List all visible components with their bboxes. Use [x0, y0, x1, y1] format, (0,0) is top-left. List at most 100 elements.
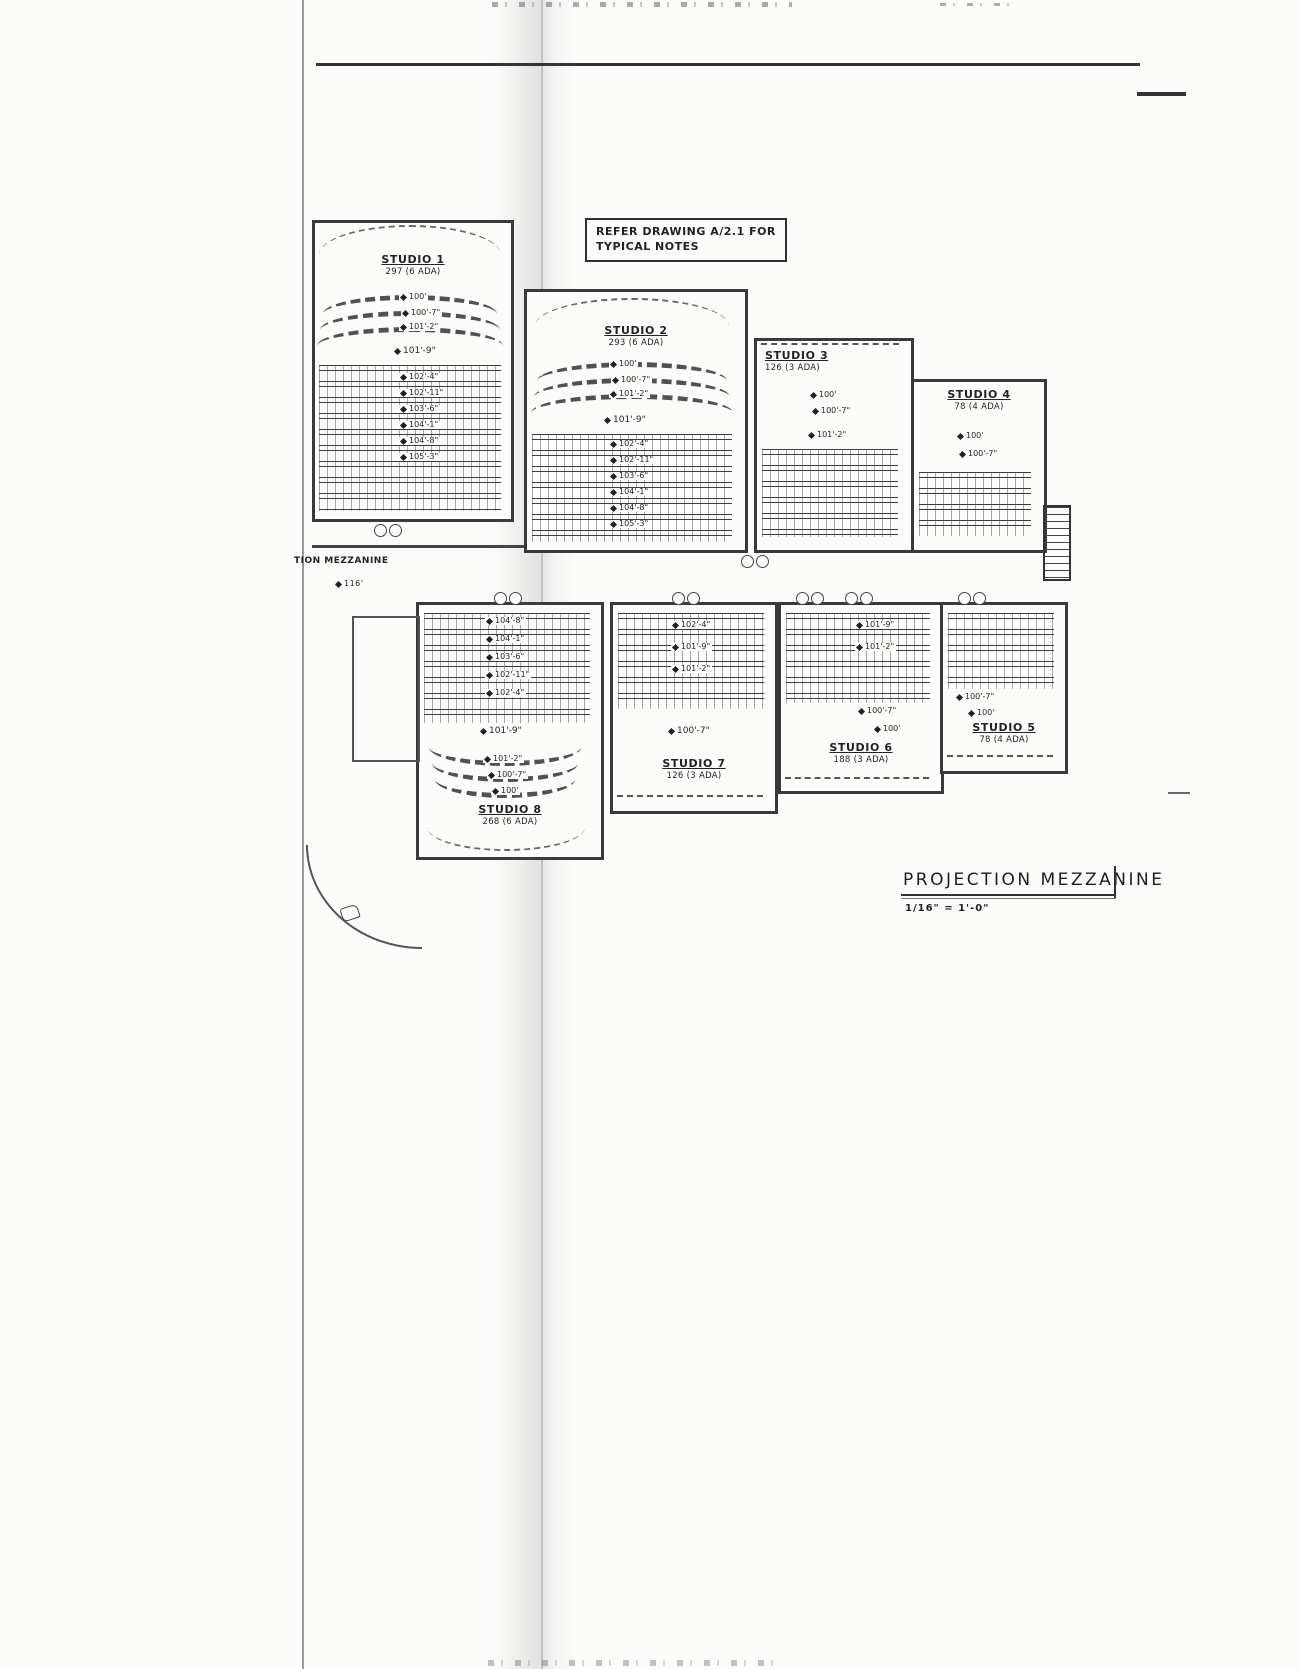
elevation-value: 101'-9"	[613, 415, 646, 425]
elevation-marker: 100'-7"	[667, 727, 712, 736]
studio-name: STUDIO 2	[604, 324, 668, 337]
elevation-diamond-icon	[485, 617, 494, 625]
elevation-value: 101'-2"	[817, 430, 847, 439]
studio-seat-count: 268 (6 ADA)	[482, 816, 538, 827]
studio-seat-count: 78 (4 ADA)	[979, 734, 1029, 745]
elevation-diamond-icon	[401, 309, 410, 317]
top-border-line	[316, 63, 1140, 66]
column-circle-icon	[687, 592, 700, 605]
elevation-marker: 100'-7"	[857, 706, 899, 715]
elevation-marker: 101'-9"	[671, 643, 713, 651]
studio-5-label: STUDIO 5 78 (4 ADA)	[943, 721, 1065, 745]
column-circle-icon	[672, 592, 685, 605]
elevation-diamond-icon	[483, 755, 492, 763]
elevation-marker: 105'-3"	[399, 453, 441, 461]
elevation-marker: 100'-7"	[487, 771, 529, 779]
elevation-diamond-icon	[855, 643, 864, 651]
elevation-marker: 104'-1"	[609, 487, 651, 496]
elevation-marker: 101'-9"	[603, 416, 648, 425]
elevation-diamond-icon	[609, 520, 618, 528]
studio-6-label: STUDIO 6 188 (3 ADA)	[781, 741, 941, 765]
screen-curve	[319, 225, 501, 255]
studio-3-label: STUDIO 3 126 (3 ADA)	[765, 349, 828, 373]
elevation-diamond-icon	[393, 347, 402, 356]
elevation-value: 100'	[966, 431, 984, 440]
elevation-value: 104'-1"	[619, 487, 649, 496]
column-grid-marker	[494, 592, 522, 605]
elevation-marker: 102'-4"	[485, 688, 527, 697]
elevation-marker: 101'-2"	[671, 665, 713, 673]
elevation-value: 100'	[619, 359, 637, 368]
screen-curve	[535, 298, 729, 326]
column-circle-icon	[374, 524, 387, 537]
elevation-diamond-icon	[399, 373, 408, 381]
studio-name: STUDIO 4	[947, 388, 1011, 401]
column-grid-marker	[741, 555, 769, 568]
elevation-diamond-icon	[399, 421, 408, 429]
elevation-diamond-icon	[399, 437, 408, 445]
elevation-diamond-icon	[958, 450, 967, 458]
elevation-value: 102'-4"	[409, 372, 439, 381]
note-line-2: TYPICAL NOTES	[596, 239, 700, 253]
elevation-marker: 103'-6"	[485, 653, 527, 661]
elevation-diamond-icon	[485, 635, 494, 643]
studio-seat-count: 188 (3 ADA)	[833, 754, 889, 765]
elevation-value: 100'	[819, 390, 837, 399]
elevation-diamond-icon	[609, 472, 618, 480]
column-grid-marker	[845, 592, 873, 605]
elevation-value: 100'	[409, 292, 427, 301]
screen-wall-dashed	[761, 343, 899, 345]
elevation-value: 101'-9"	[865, 620, 895, 629]
studio-2-room: STUDIO 2 293 (6 ADA) 100' 100'-7" 101'-2…	[524, 289, 748, 553]
elevation-value: 100'-7"	[867, 706, 897, 715]
elevation-diamond-icon	[609, 360, 618, 368]
elevation-diamond-icon	[671, 621, 680, 629]
elevation-marker: 101'-9"	[479, 727, 524, 736]
elevation-value: 105'-3"	[619, 519, 649, 528]
elevation-diamond-icon	[809, 391, 818, 399]
elevation-marker: 102'-11"	[609, 456, 656, 464]
elevation-value: 100'	[977, 708, 995, 717]
studio-5-room: 100'-7" 100' STUDIO 5 78 (4 ADA)	[940, 602, 1068, 774]
studio-5-seating	[948, 613, 1054, 689]
elevation-value: 100'-7"	[968, 449, 998, 458]
column-circle-icon	[860, 592, 873, 605]
elevation-marker: 100'-7"	[811, 407, 853, 415]
studio-name: STUDIO 6	[829, 741, 893, 754]
elevation-marker: 116'	[334, 580, 454, 588]
elevation-marker: 100'-7"	[401, 309, 443, 317]
elevation-marker: 102'-11"	[399, 389, 446, 397]
elevation-value: 102'-11"	[495, 670, 530, 679]
curved-seat-row	[435, 779, 575, 798]
studio-1-room: STUDIO 1 297 (6 ADA) 100' 100'-7" 101'-2…	[312, 220, 514, 522]
elevation-marker: 100'	[399, 292, 429, 301]
elevation-value: 101'-2"	[865, 642, 895, 651]
elevation-diamond-icon	[611, 376, 620, 384]
elevation-marker: 101'-9"	[393, 347, 438, 356]
column-circle-icon	[845, 592, 858, 605]
elevation-diamond-icon	[399, 389, 408, 397]
page-edge-line	[302, 0, 304, 1669]
studio-1-label: STUDIO 1 297 (6 ADA)	[315, 253, 511, 277]
elevation-diamond-icon	[855, 621, 864, 629]
elevation-value: 102'-4"	[495, 688, 525, 697]
elevation-marker: 101'-2"	[399, 323, 441, 331]
elevation-diamond-icon	[667, 727, 676, 736]
elevation-marker: 100'	[809, 390, 839, 399]
elevation-value: 100'-7"	[677, 726, 710, 736]
elevation-diamond-icon	[967, 709, 976, 717]
lobby-curve-wall	[306, 845, 422, 949]
elevation-diamond-icon	[399, 323, 408, 331]
elevation-marker: 101'-9"	[855, 620, 897, 629]
column-circle-icon	[509, 592, 522, 605]
title-end-tick	[1114, 866, 1116, 898]
studio-7-seating	[618, 613, 764, 709]
elevation-value: 101'-9"	[403, 346, 436, 356]
elevation-marker: 100'	[491, 787, 521, 795]
studio-4-room: STUDIO 4 78 (4 ADA) 100' 100'-7"	[911, 379, 1047, 553]
studio-4-label: STUDIO 4 78 (4 ADA)	[914, 388, 1044, 412]
elevation-marker: 100'-7"	[958, 449, 1000, 458]
elevation-value: 104'-8"	[619, 503, 649, 512]
elevation-diamond-icon	[399, 405, 408, 413]
elevation-diamond-icon	[485, 671, 494, 679]
